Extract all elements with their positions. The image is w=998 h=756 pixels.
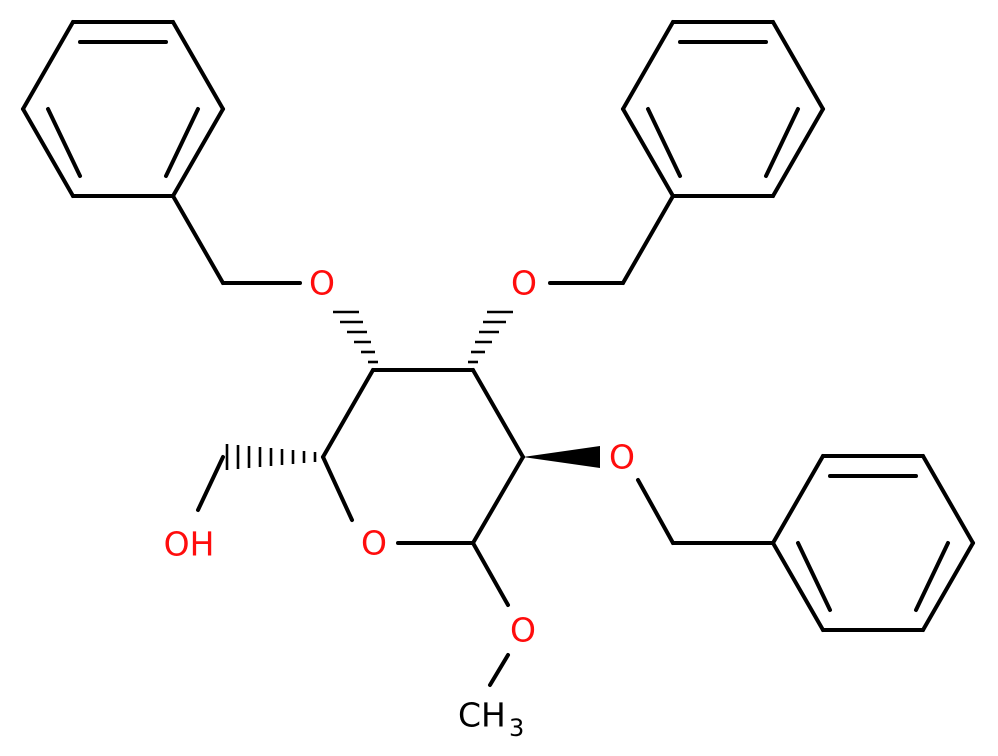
hashed-bond-c4-o [333, 310, 378, 364]
benzyl-linkers [171, 194, 775, 545]
wedge-bond-c2-o [523, 446, 600, 468]
oxygen-atom-ring: O [361, 524, 387, 563]
oxygen-atom-benzyl-right: O [609, 438, 635, 477]
benzene-ring-top-left [21, 20, 225, 198]
methyl-label-main: CH [458, 696, 506, 735]
hashed-bond-c3-o [468, 310, 513, 364]
methyl-label: CH 3 [458, 696, 524, 743]
benzene-ring-top-right [621, 20, 825, 198]
methyl-label-subscript: 3 [509, 714, 524, 742]
substituent-bonds [196, 455, 510, 687]
hashed-bond-c5-ch2 [225, 444, 317, 470]
benzene-ring-bottom-right [771, 454, 975, 632]
oxygen-atom-benzyl-mid: O [511, 264, 537, 303]
oxygen-atom-benzyl-left: O [309, 264, 335, 303]
pyranose-ring [321, 368, 525, 545]
hydroxyl-label: OH [164, 525, 215, 564]
oxygen-atom-methoxy: O [510, 611, 536, 650]
